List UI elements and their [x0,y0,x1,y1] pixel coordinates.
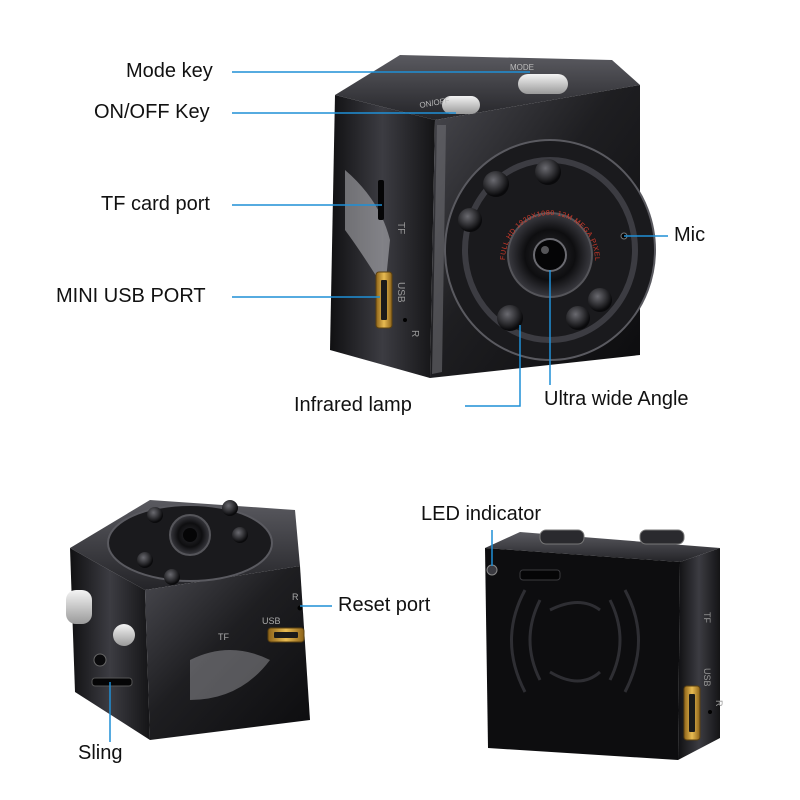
ir-lamp [535,159,561,185]
ir-lamp [588,288,612,312]
label-on-off-key: ON/OFF Key [94,101,210,123]
camera3-top-button-2[interactable] [639,529,685,545]
camera-back-view: TF USB R [485,529,724,760]
reset-marking-back: R [714,700,724,707]
label-ultra-wide-angle: Ultra wide Angle [544,388,689,410]
mode-button-main[interactable] [518,74,568,94]
ir-lamp [566,306,590,330]
camera2-front [145,566,310,740]
on-off-button-angle[interactable] [113,624,135,646]
camera3-back [485,548,680,760]
ir-lamp [137,552,153,568]
reset-marking: R [409,330,420,337]
mode-button-angle[interactable] [66,590,92,624]
camera-main-view: ON/OFF MODE FULL HD 1920X1080 12M MEGA P… [0,0,656,378]
camera-lens [533,238,567,272]
label-tf-card-port: TF card port [101,193,210,215]
ir-lamp [458,208,482,232]
ir-lamp [164,569,180,585]
on-off-button-main[interactable] [442,96,480,114]
leader-lines-top [232,71,668,407]
tf-marking: TF [395,222,406,234]
leader-infrared [465,325,521,407]
camera-left-face [330,95,435,378]
tf-marking-angle: TF [218,632,229,642]
mode-marking: MODE [510,63,534,72]
camera-angle-view: TF USB R [66,500,310,740]
label-infrared-lamp: Infrared lamp [294,394,412,416]
ir-lamp [483,171,509,197]
label-reset-port: Reset port [338,594,431,616]
speaker-grill [510,589,640,693]
label-mic: Mic [674,224,706,246]
label-mode-key: Mode key [126,60,213,82]
label-sling: Sling [78,742,123,764]
sling-slot[interactable] [91,677,133,687]
ir-lamp [497,305,523,331]
leader-lines-bottom-left [109,605,332,742]
infrared-lamps [458,159,612,331]
usb-marking: USB [395,282,406,303]
label-mini-usb-port: MINI USB PORT [56,285,206,307]
ir-lamp [232,527,248,543]
label-led-indicator: LED indicator [421,503,542,525]
tf-marking-back: TF [702,612,712,623]
tf-card-slot[interactable] [378,180,384,220]
ir-lamp [147,507,163,523]
usb-marking-back: USB [702,668,712,687]
reset-marking-angle: R [292,592,299,602]
camera3-slot [519,569,561,581]
led-indicator-light [486,564,498,576]
camera3-top-button[interactable] [539,529,585,545]
usb-marking-angle: USB [262,616,281,626]
ir-lamp [222,500,238,516]
